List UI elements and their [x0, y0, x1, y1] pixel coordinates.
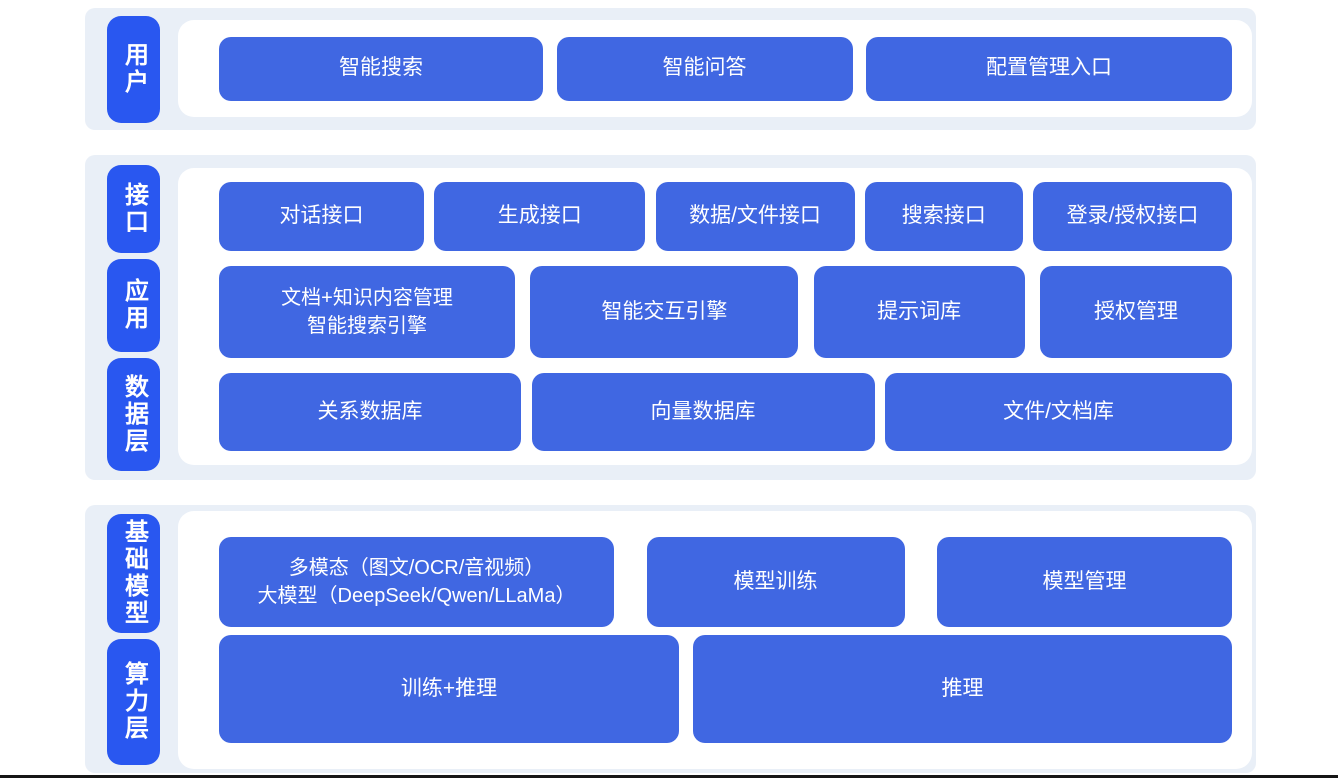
layer-label-data-text: 数据层: [120, 373, 148, 455]
layer-label-user-text: 用户: [120, 42, 148, 96]
box-file-document-store: 文件/文档库: [885, 373, 1232, 451]
box-smart-qa: 智能问答: [556, 36, 853, 101]
box-training-plus-inference: 训练+推理: [219, 635, 679, 743]
layer-label-foundation-model-text: 基础模型: [120, 519, 148, 627]
user-layer-container: 智能搜索 智能问答 配置管理入口: [178, 20, 1252, 117]
middle-layer-labels: 接口 应用 数据层: [85, 155, 178, 480]
box-model-training: 模型训练: [646, 537, 905, 627]
box-smart-search: 智能搜索: [219, 36, 543, 101]
layer-label-data: 数据层: [107, 357, 160, 471]
box-multimodal-llm: 多模态（图文/OCR/音视频） 大模型（DeepSeek/Qwen/LLaMa）: [219, 537, 614, 627]
section-foundation-layers: 基础模型 算力层 多模态（图文/OCR/音视频） 大模型（DeepSeek/Qw…: [85, 505, 1256, 773]
box-vector-database: 向量数据库: [531, 373, 875, 451]
foundation-model-row: 多模态（图文/OCR/音视频） 大模型（DeepSeek/Qwen/LLaMa）…: [178, 537, 1252, 627]
bottom-divider-line: [0, 775, 1338, 778]
box-smart-interaction-engine: 智能交互引擎: [530, 266, 799, 358]
section-user-layer: 用户 智能搜索 智能问答 配置管理入口: [85, 8, 1256, 130]
box-login-auth-api: 登录/授权接口: [1033, 182, 1232, 251]
application-row: 文档+知识内容管理 智能搜索引擎 智能交互引擎 提示词库 授权管理: [178, 266, 1252, 358]
user-layer-row: 智能搜索 智能问答 配置管理入口: [178, 36, 1252, 101]
box-inference: 推理: [693, 635, 1232, 743]
interface-row: 对话接口 生成接口 数据/文件接口 搜索接口 登录/授权接口: [178, 182, 1252, 251]
box-prompt-library: 提示词库: [813, 266, 1025, 358]
layer-label-user: 用户: [107, 15, 160, 123]
section-middle-layers: 接口 应用 数据层 对话接口 生成接口 数据/文件接口 搜索接口 登录/授权接口…: [85, 155, 1256, 480]
layer-label-application-text: 应用: [120, 278, 148, 332]
layer-label-compute-text: 算力层: [120, 661, 148, 742]
layer-label-interface-text: 接口: [120, 181, 148, 236]
data-layer-row: 关系数据库 向量数据库 文件/文档库: [178, 373, 1252, 451]
box-generation-api: 生成接口: [434, 182, 646, 251]
foundation-layers-container: 多模态（图文/OCR/音视频） 大模型（DeepSeek/Qwen/LLaMa）…: [178, 511, 1252, 769]
layer-label-interface: 接口: [107, 164, 160, 253]
box-config-management-entry: 配置管理入口: [866, 36, 1232, 101]
box-doc-knowledge-search-engine: 文档+知识内容管理 智能搜索引擎: [219, 266, 515, 358]
layer-label-application: 应用: [107, 258, 160, 352]
box-relational-database: 关系数据库: [219, 373, 521, 451]
box-data-file-api: 数据/文件接口: [655, 182, 855, 251]
user-layer-labels: 用户: [85, 8, 178, 130]
box-authorization-management: 授权管理: [1039, 266, 1232, 358]
middle-layers-container: 对话接口 生成接口 数据/文件接口 搜索接口 登录/授权接口 文档+知识内容管理…: [178, 168, 1252, 465]
foundation-layer-labels: 基础模型 算力层: [85, 505, 178, 773]
layer-label-foundation-model: 基础模型: [107, 513, 160, 633]
layer-label-compute: 算力层: [107, 638, 160, 765]
box-dialog-api: 对话接口: [219, 182, 424, 251]
box-search-api: 搜索接口: [864, 182, 1023, 251]
box-model-management: 模型管理: [937, 537, 1232, 627]
compute-row: 训练+推理 推理: [178, 635, 1252, 743]
